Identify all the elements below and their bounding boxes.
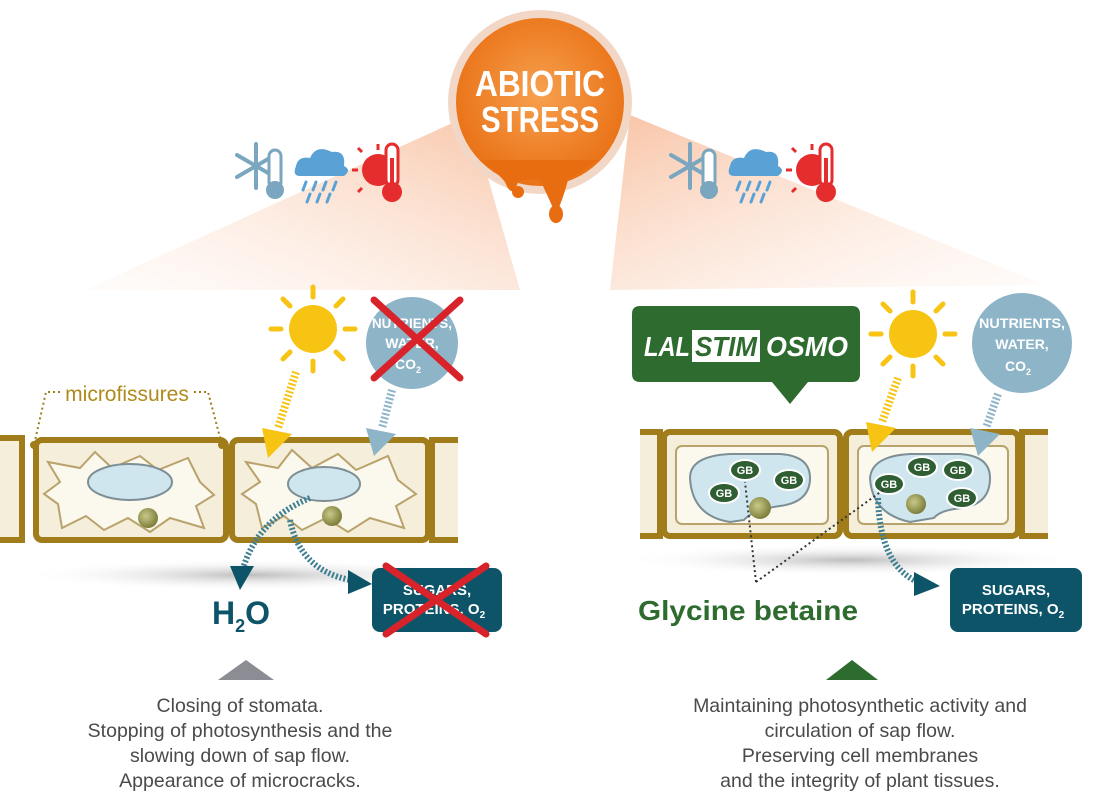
- rain-cloud-icon: [728, 149, 782, 204]
- glycine-betaine-label: Glycine betaine: [638, 595, 858, 626]
- right-output-arrow: [875, 497, 940, 596]
- gb-molecule: GB: [708, 482, 740, 504]
- left-inputs-line-3: CO2: [395, 356, 421, 375]
- microfissures-label: microfissures: [65, 383, 189, 406]
- cross-icon: [370, 296, 464, 382]
- h2o-label: H2O: [212, 595, 270, 636]
- left-cells: [0, 435, 458, 543]
- svg-text:GB: GB: [716, 488, 733, 500]
- svg-text:GB: GB: [954, 493, 971, 505]
- right-pointer-triangle: [826, 660, 878, 680]
- stress-beam-right: [610, 115, 1045, 290]
- brand-part-1: LAL: [644, 331, 690, 362]
- right-inputs-circle: NUTRIENTS, WATER, CO2: [972, 293, 1072, 393]
- svg-text:GB: GB: [737, 465, 754, 477]
- left-inputs-circle: NUTRIENTS, WATER, CO2: [366, 296, 464, 389]
- abiotic-stress-drop: ABIOTIC STRESS: [448, 10, 632, 223]
- svg-text:GB: GB: [950, 465, 967, 477]
- right-outputs-box: SUGARS, PROTEINS, O2: [950, 568, 1082, 632]
- snowflake-thermometer-icon: [669, 142, 718, 199]
- right-sun-icon: [868, 289, 958, 379]
- brand-part-3: OSMO: [766, 331, 848, 362]
- svg-text:GB: GB: [914, 462, 931, 474]
- right-cells: [640, 429, 1048, 539]
- right-caption-line: circulation of sap flow.: [764, 720, 956, 742]
- gb-molecule: GB: [729, 459, 761, 481]
- right-sun-arrow: [866, 376, 902, 452]
- weather-icons-right: [669, 142, 836, 204]
- left-sun-arrow: [262, 370, 300, 458]
- gb-molecule: GB: [773, 469, 805, 491]
- right-inputs-line-3: CO2: [1005, 358, 1031, 377]
- right-inputs-line-1: NUTRIENTS,: [979, 315, 1065, 331]
- brand-part-2: STIM: [695, 331, 758, 362]
- left-caption-line: Appearance of microcracks.: [119, 770, 361, 792]
- right-outputs-line-2: PROTEINS, O2: [962, 601, 1065, 621]
- hot-sun-thermometer-icon: [786, 142, 836, 202]
- left-output-arrow: [287, 519, 372, 594]
- snowflake-thermometer-icon: [235, 142, 284, 199]
- glycine-pointer-lines: [744, 481, 887, 583]
- left-h2o-arrow: [230, 495, 312, 590]
- lalstim-osmo-logo: LAL STIM OSMO: [632, 306, 860, 404]
- left-outputs-box: SUGARS, PROTEINS, O2: [372, 562, 502, 638]
- right-caption-line: Maintaining photosynthetic activity and: [693, 695, 1027, 717]
- gb-molecule: GB: [942, 459, 974, 481]
- gb-molecule: GB: [906, 456, 938, 478]
- left-pointer-triangle: [218, 660, 274, 680]
- right-inputs-arrow: [970, 392, 1002, 456]
- gb-molecules: GB GB GB GB GB GB GB: [708, 456, 978, 509]
- title-line-1: ABIOTIC: [475, 63, 605, 104]
- cross-icon: [382, 562, 490, 638]
- svg-text:GB: GB: [781, 475, 798, 487]
- rain-cloud-icon: [294, 149, 348, 204]
- weather-icons-left: [235, 142, 402, 204]
- gb-molecule: GB: [873, 473, 905, 495]
- left-caption-line: Closing of stomata.: [156, 695, 324, 717]
- right-outputs-line-1: SUGARS,: [982, 582, 1050, 599]
- left-caption-line: Stopping of photosynthesis and the: [87, 720, 393, 742]
- right-inputs-line-2: WATER,: [995, 336, 1048, 352]
- hot-sun-thermometer-icon: [352, 142, 402, 202]
- left-inputs-arrow: [366, 388, 396, 456]
- microfissures-callout: microfissures: [30, 383, 226, 449]
- right-caption: Maintaining photosynthetic activity and …: [670, 694, 1050, 794]
- right-caption-line: Preserving cell membranes: [741, 745, 979, 767]
- title-line-2: STRESS: [481, 99, 599, 140]
- left-sun-icon: [268, 284, 358, 374]
- gb-molecule: GB: [946, 487, 978, 509]
- stress-beam-left: [85, 115, 520, 290]
- right-caption-line: and the integrity of plant tissues.: [720, 770, 1000, 792]
- left-caption: Closing of stomata. Stopping of photosyn…: [60, 694, 420, 794]
- left-caption-line: slowing down of sap flow.: [129, 745, 351, 767]
- svg-text:GB: GB: [881, 479, 898, 491]
